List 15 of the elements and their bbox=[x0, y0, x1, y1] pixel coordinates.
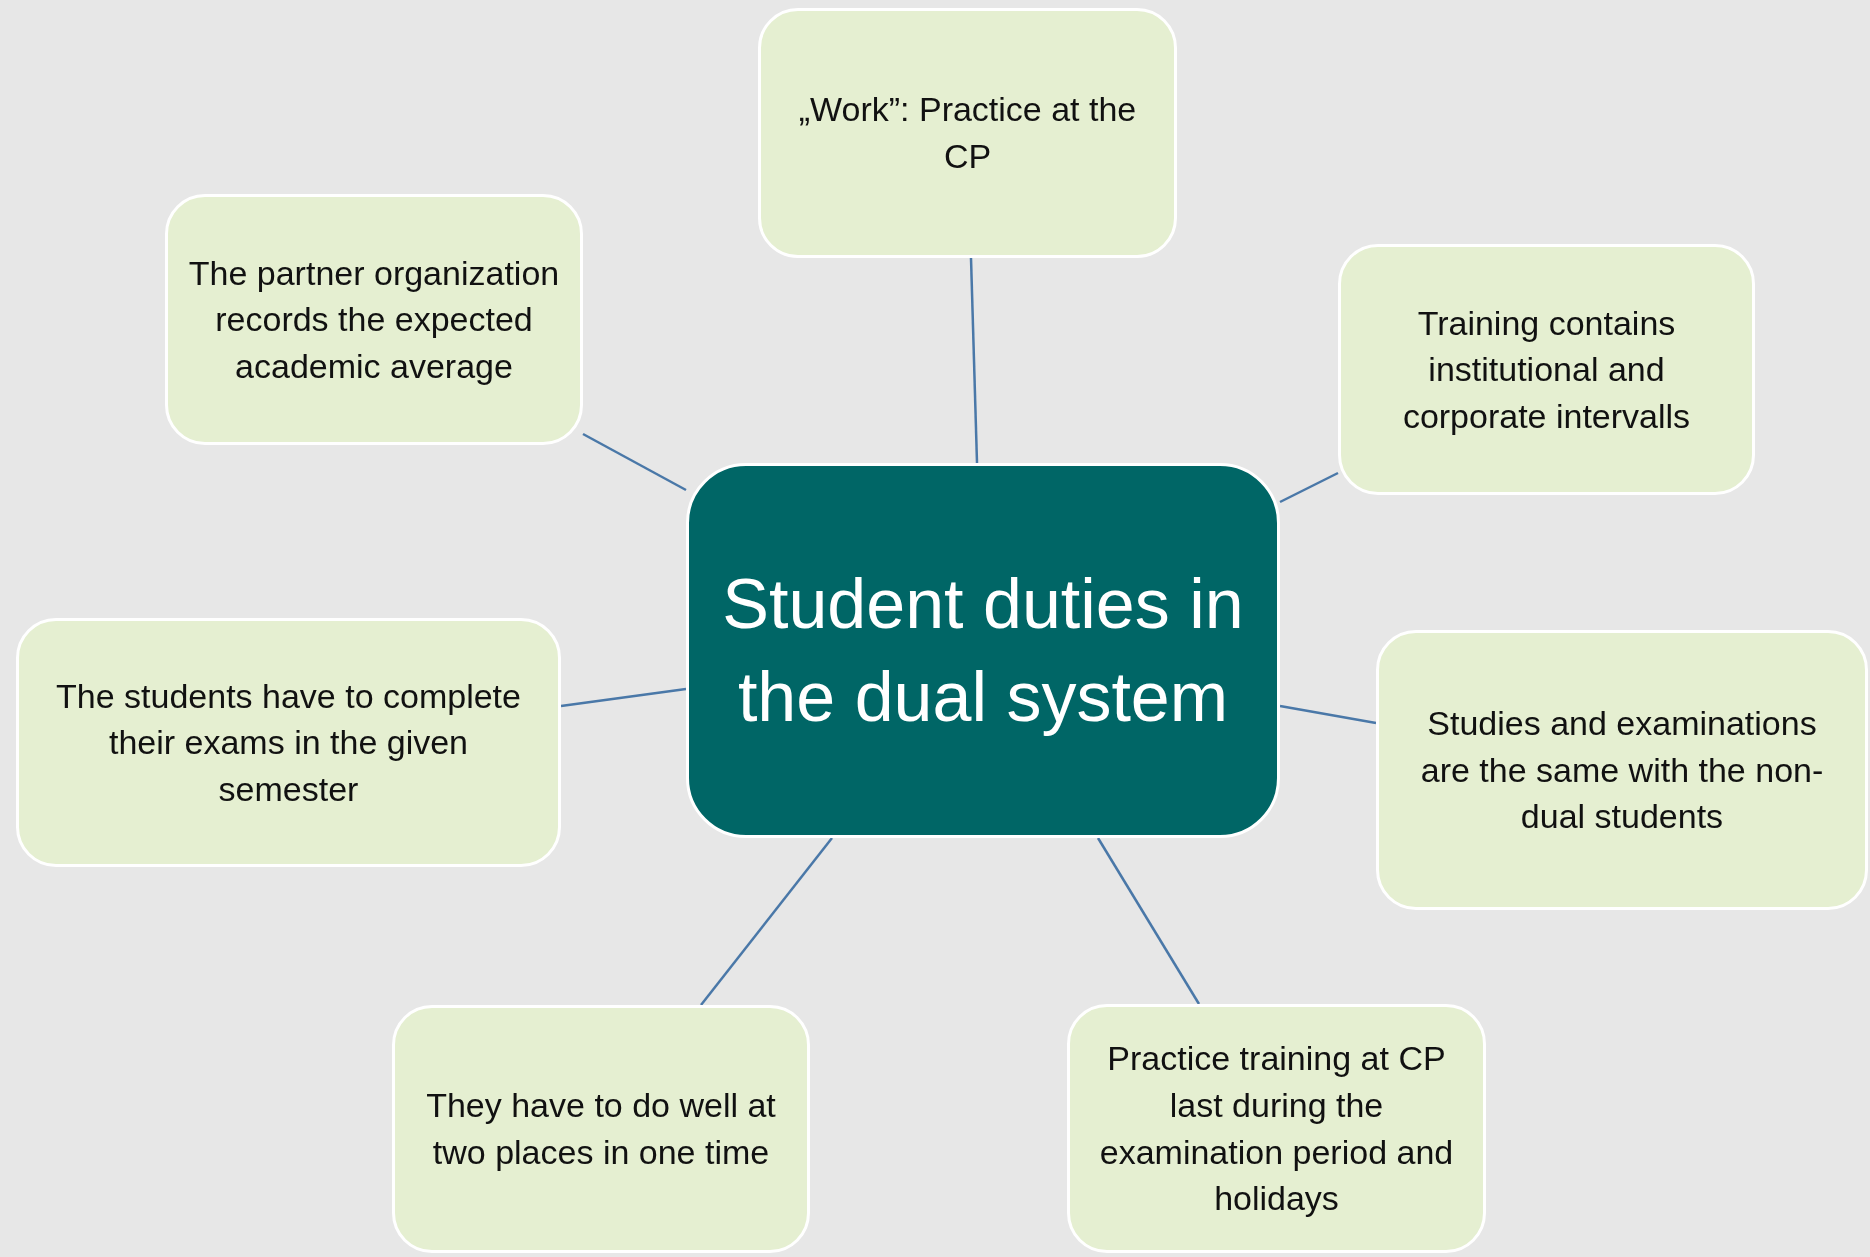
topic-box: Studies and examinations are the same with the non-dual students bbox=[1376, 630, 1868, 910]
connector-line bbox=[1096, 837, 1201, 1005]
connector-line bbox=[560, 687, 687, 708]
connector-line bbox=[1279, 704, 1377, 725]
topic-box: Training contains institutional and corporate intervalls bbox=[1338, 244, 1755, 495]
connector-line bbox=[582, 432, 687, 492]
central-topic-box: Student duties in the dual system bbox=[686, 463, 1280, 838]
topic-box: Practice training at CP last during the examination period and holidays bbox=[1067, 1004, 1486, 1253]
connector-line bbox=[969, 257, 979, 464]
connector-line bbox=[700, 837, 833, 1006]
topic-box: „Work”: Practice at the CP bbox=[758, 8, 1177, 258]
topic-box: The partner organization records the expected academic average bbox=[165, 194, 583, 445]
topic-box: The students have to complete their exams in the given semester bbox=[16, 618, 561, 867]
connector-line bbox=[1279, 471, 1339, 504]
topic-box: They have to do well at two places in one time bbox=[392, 1005, 810, 1253]
